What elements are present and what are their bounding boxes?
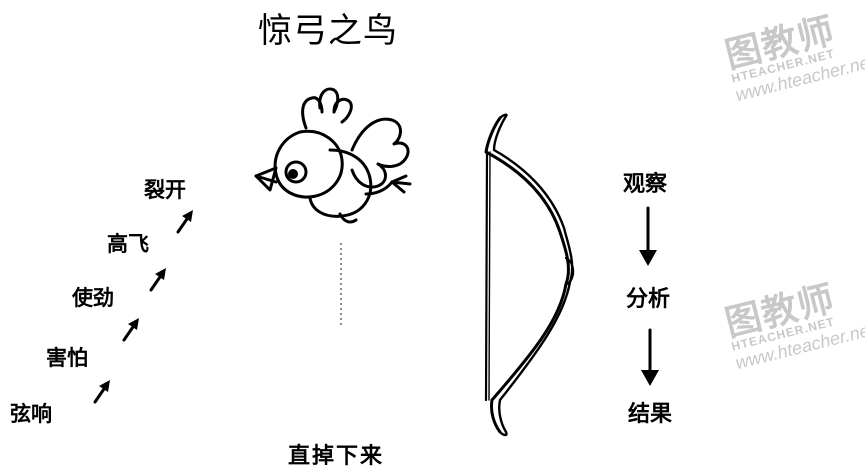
process-result: 结果	[628, 402, 673, 427]
sequence-step-3: 使劲	[72, 286, 114, 310]
sequence-step-4: 高飞	[107, 232, 149, 256]
sequence-step-1: 弦响	[10, 402, 52, 426]
arrow-up-right-icon	[176, 210, 193, 234]
process-observe: 观察	[623, 172, 668, 197]
sequence-step-2: 害怕	[46, 346, 88, 370]
sequence-arrows	[93, 210, 193, 404]
arrow-up-right-icon	[122, 318, 139, 342]
process-arrows	[639, 206, 659, 386]
sequence-step-5: 裂开	[144, 178, 186, 202]
page-title: 惊弓之鸟	[258, 11, 398, 51]
bottom-label: 直掉下来	[288, 444, 385, 469]
arrow-up-right-icon	[93, 380, 110, 404]
arrow-up-right-icon	[149, 268, 166, 292]
bird-illustration	[254, 87, 412, 224]
bow-illustration	[484, 113, 575, 437]
arrow-down-icon	[639, 206, 657, 266]
arrow-down-icon	[641, 328, 659, 386]
process-analyze: 分析	[626, 287, 671, 312]
